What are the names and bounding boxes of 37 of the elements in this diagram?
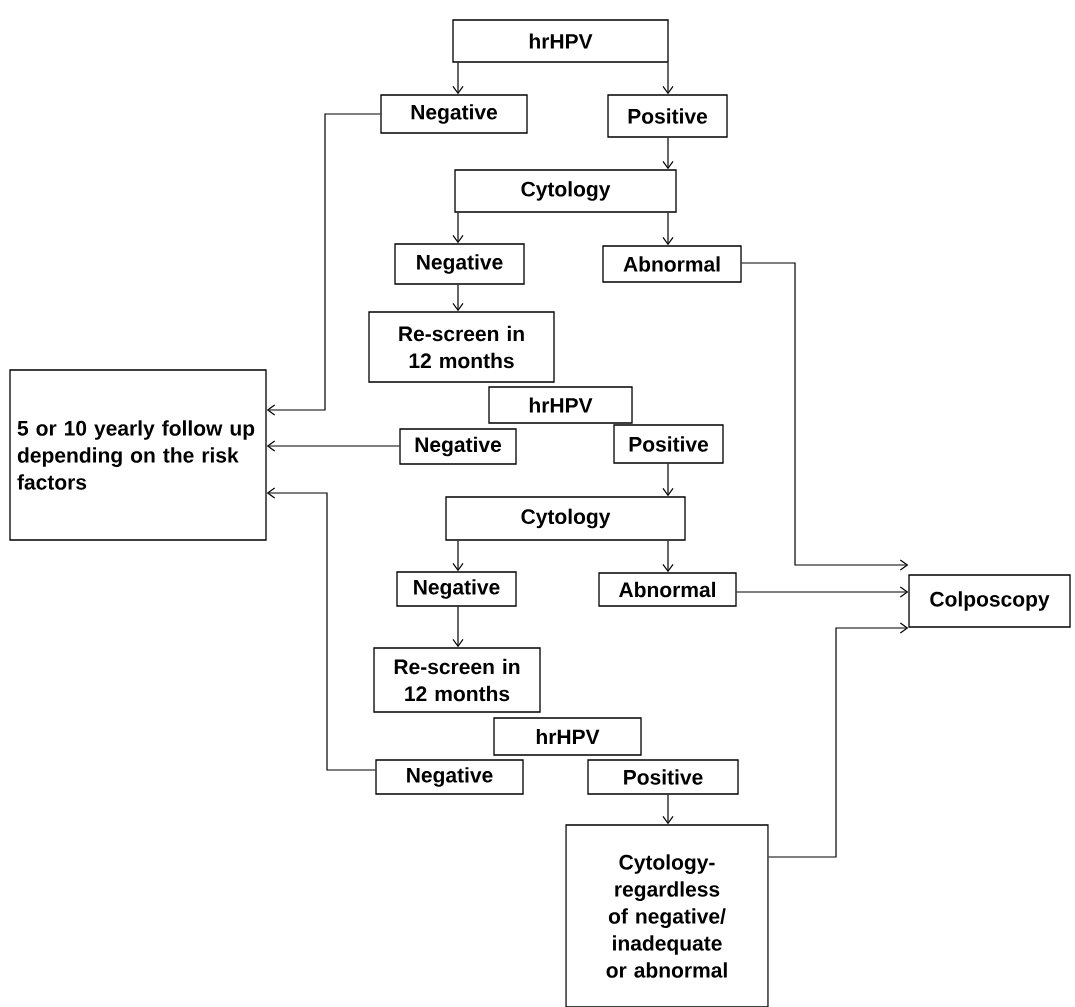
arrow (741, 262, 909, 571)
arrow (266, 440, 400, 452)
process-box: Cytology (454, 169, 677, 213)
process-box: Colposcopy (908, 574, 1071, 628)
arrow (266, 113, 381, 416)
arrow (662, 540, 674, 573)
arrow (452, 606, 464, 648)
outcome-box: 5 or 10 yearly follow up depending on the risk factors (9, 369, 267, 541)
process-box: Negative (380, 94, 528, 134)
arrow (452, 284, 464, 312)
process-box: Positive (587, 759, 739, 795)
arrow (768, 622, 909, 858)
process-box: Positive (613, 424, 724, 464)
arrow (662, 137, 674, 170)
process-box: Cytology- regardless of negative/ inadequate or abnormal (565, 824, 769, 1007)
process-box: Abnormal (602, 245, 742, 283)
process-box: Negative (394, 243, 525, 285)
process-box: Re-screen in 12 months (368, 311, 555, 383)
arrow (452, 212, 464, 244)
arrow (452, 540, 464, 572)
process-box: Re-screen in 12 months (373, 647, 541, 713)
arrow (736, 586, 909, 598)
process-box: Negative (396, 571, 517, 607)
arrow (662, 463, 674, 497)
process-box: Negative (399, 428, 517, 465)
process-box: hrHPV (452, 19, 669, 63)
process-box: Negative (375, 759, 524, 795)
arrow (662, 62, 674, 95)
process-box: Positive (607, 94, 728, 138)
process-box: Cytology (445, 496, 686, 541)
arrow (452, 62, 464, 95)
arrow (266, 487, 376, 771)
process-box: hrHPV (488, 386, 633, 424)
arrow (662, 212, 674, 246)
arrow (662, 794, 674, 825)
process-box: Abnormal (598, 572, 737, 607)
process-box: hrHPV (493, 717, 642, 756)
